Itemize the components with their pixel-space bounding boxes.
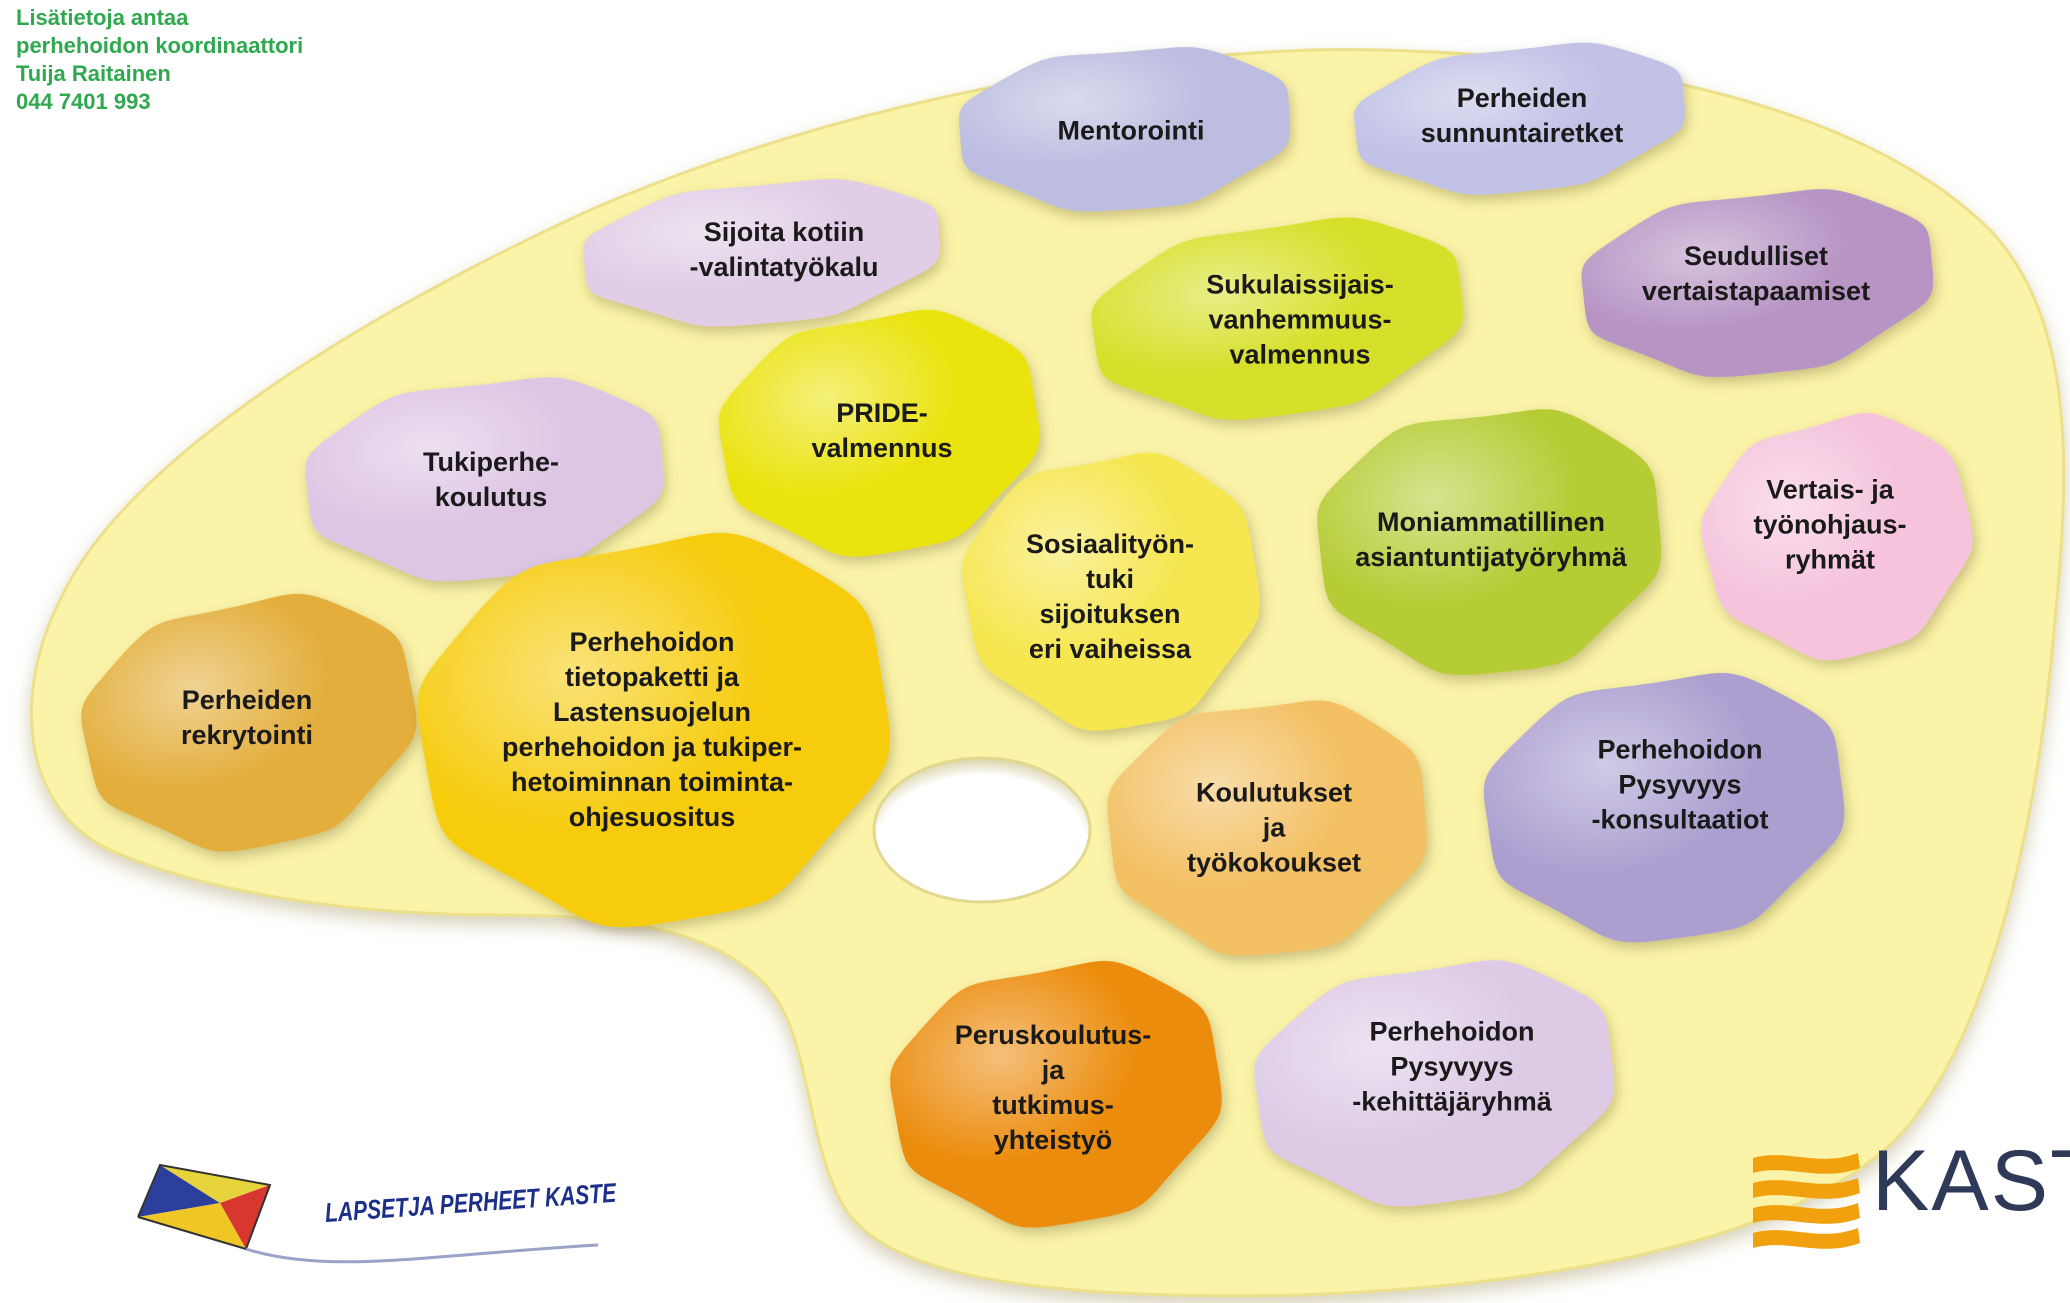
contact-line: perhehoidon koordinaattori <box>16 33 304 58</box>
palette-thumb-hole <box>872 756 1092 904</box>
blob-highlight <box>81 593 417 852</box>
blob-pride <box>718 309 1040 557</box>
blob-label-seudulliset: Seudulliset vertaistapaamiset <box>1641 241 1871 306</box>
blob-vertais <box>1701 412 1973 661</box>
kite-logo <box>137 1163 599 1264</box>
blob-label-rekrytointi: Perheiden rekrytointi <box>180 685 314 750</box>
blob-highlight <box>1254 960 1614 1207</box>
blob-label-sukulaissijais: Sukulaissijais- vanhemmuus- valmennus <box>1206 269 1394 370</box>
blob-highlight <box>305 377 664 582</box>
blob-rekrytointi <box>81 593 417 852</box>
blob-highlight <box>1091 217 1464 420</box>
blob-highlight <box>1701 412 1973 661</box>
kaste-logo-mark <box>1753 1153 1860 1249</box>
blob-kehittajaryhma <box>1254 960 1614 1207</box>
blob-label-peruskoulutus: Peruskoulutus- ja tutkimus- yhteistyö <box>954 1020 1152 1155</box>
blob-highlight <box>890 961 1222 1228</box>
blob-label-tukiperhe: Tukiperhe- koulutus <box>422 447 560 512</box>
blob-highlight <box>959 47 1291 212</box>
blob-highlight <box>1581 189 1934 378</box>
blob-label-kehittajaryhma: Perhehoidon Pysyvyys -kehittäjäryhmä <box>1352 1016 1552 1117</box>
blob-label-tietopaketti: Perhehoidon tietopaketti ja Lastensuojel… <box>501 627 803 832</box>
blob-label-moniammatillinen: Moniammatillinen asiantuntijatyöryhmä <box>1355 507 1627 572</box>
blob-highlight <box>1354 42 1685 195</box>
blob-label-sunnuntairetket: Perheiden sunnuntairetket <box>1420 83 1624 148</box>
blob-highlight <box>718 309 1040 557</box>
blob-label-vertais: Vertais- ja työnohjaus- ryhmät <box>1753 474 1907 575</box>
blob-label-konsultaatiot: Perhehoidon Pysyvyys -konsultaatiot <box>1591 734 1769 835</box>
blob-highlight <box>1483 673 1845 943</box>
blob-label-koulutukset: Koulutukset ja työkokoukset <box>1186 777 1362 878</box>
blob-seudulliset <box>1581 189 1934 378</box>
blob-highlight <box>962 452 1260 731</box>
contact-line: Lisätietoja antaa <box>16 5 189 30</box>
blob-tietopaketti <box>417 532 890 928</box>
blob-mentorointi <box>959 47 1291 212</box>
kaste-logo-text: KASTE <box>1872 1133 2070 1229</box>
blob-sukulaissijais <box>1091 217 1464 420</box>
blob-label-sosiaalityo: Sosiaalityön- tuki sijoituksen eri vaihe… <box>1025 529 1195 664</box>
blob-highlight <box>1317 409 1662 675</box>
blob-sosiaalityo <box>962 452 1260 731</box>
blob-label-pride: PRIDE- valmennus <box>811 398 953 463</box>
blob-highlight <box>1107 700 1428 956</box>
blob-koulutukset <box>1107 700 1428 956</box>
blob-highlight <box>417 532 890 928</box>
contact-info: Lisätietoja antaa perhehoidon koordinaat… <box>16 4 303 116</box>
blob-label-mentorointi: Mentorointi <box>1057 115 1205 146</box>
contact-phone: 044 7401 993 <box>16 89 151 114</box>
blob-sijoita-kotiin <box>583 179 940 327</box>
contact-line: Tuija Raitainen <box>16 61 171 86</box>
blob-sunnuntairetket <box>1354 42 1685 195</box>
blob-peruskoulutus <box>890 961 1222 1228</box>
blob-label-sijoita-kotiin: Sijoita kotiin -valintatyökalu <box>689 217 879 282</box>
blob-konsultaatiot <box>1483 673 1845 943</box>
blob-highlight <box>583 179 940 327</box>
blob-tukiperhe <box>305 377 664 582</box>
blob-moniammatillinen <box>1317 409 1662 675</box>
